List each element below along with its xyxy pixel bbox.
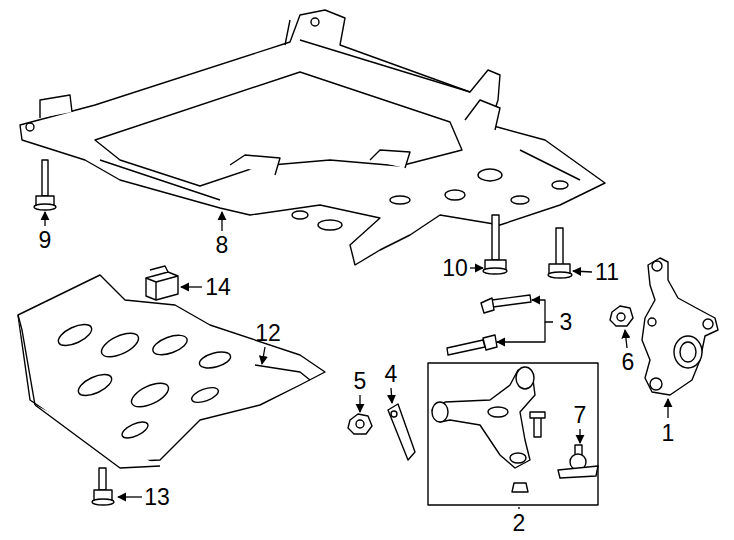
callout-number: 6 [622,351,635,374]
subframe [20,10,605,265]
callout-number: 9 [39,229,52,252]
clip [146,266,178,300]
group-box [428,363,598,505]
callout-number: 3 [560,311,573,334]
nut [348,414,372,434]
bolt [92,468,114,505]
callout-number: 8 [216,234,229,257]
control-arm [432,367,545,492]
skid-plate [18,275,325,468]
callout-number: 10 [442,257,468,280]
bracket-part [388,404,415,460]
callout-number: 12 [255,322,281,345]
steering-knuckle [642,258,718,395]
bolt [447,295,531,355]
callout-number: 7 [574,404,587,427]
callout-number: 14 [205,276,231,299]
nut [610,306,633,326]
bolt [483,215,507,274]
bolt [34,160,56,210]
callout-number: 11 [595,261,619,284]
callout-number: 4 [385,363,398,386]
callout-number: 5 [354,370,367,393]
callout-number: 1 [662,422,675,445]
bolt [548,228,572,278]
callout-number: 13 [144,486,170,509]
callout-number: 2 [513,512,526,535]
ball-joint [558,445,598,478]
leader-lines [45,212,668,509]
